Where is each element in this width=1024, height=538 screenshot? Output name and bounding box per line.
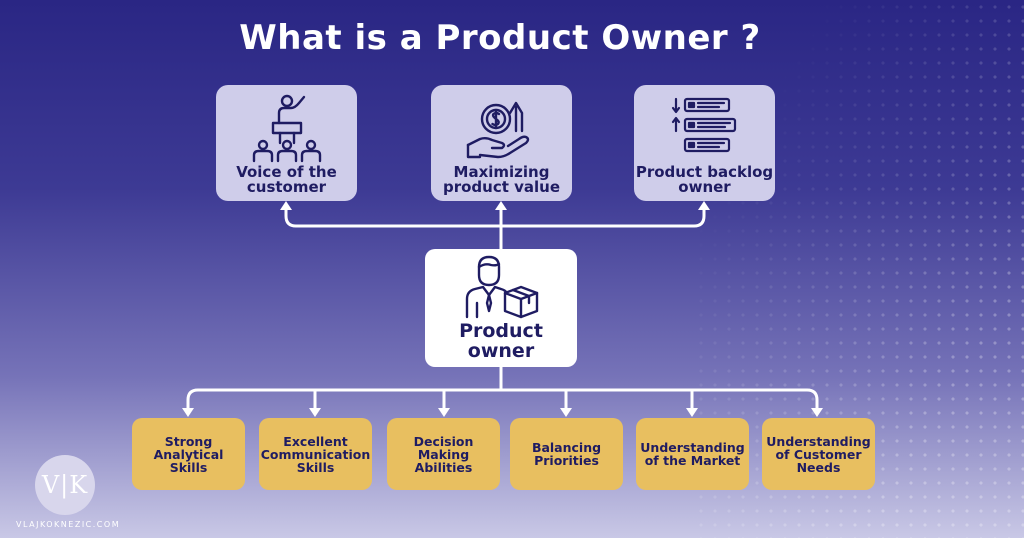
arrowhead-up-1 [280, 201, 292, 210]
card-label-line2: product value [442, 178, 561, 196]
skill-line2: Priorities [534, 453, 599, 468]
card-product-owner: Product owner [425, 249, 577, 367]
arrowhead-down-3 [438, 408, 450, 417]
skill-card-decision-making: Decision Making Abilities [387, 418, 500, 490]
arrowhead-up-3 [698, 201, 710, 210]
skill-line1: Understanding [640, 440, 745, 455]
skill-card-communication: Excellent Communication Skills [259, 418, 372, 490]
skill-card-analytical: Strong Analytical Skills [132, 418, 245, 490]
brand-logo: V|K [35, 455, 95, 515]
arrowhead-down-4 [560, 408, 572, 417]
arrowhead-down-2 [309, 408, 321, 417]
center-label-line2: owner [467, 340, 535, 362]
skill-line1: Strong [164, 433, 213, 449]
skill-line3: Needs [796, 459, 841, 475]
dollar-coin-hand-icon [466, 101, 529, 159]
card-label-line2: owner [678, 178, 731, 196]
arrowhead-up-2 [495, 201, 507, 210]
skill-line2: of Customer [775, 446, 862, 462]
center-label-line1: Product [459, 320, 543, 342]
skill-line2: Analytical Skills [153, 446, 224, 475]
skill-line2: Abilities [414, 459, 473, 475]
arrowhead-down-1 [182, 408, 194, 417]
person-with-box-icon [465, 255, 539, 319]
page-title: What is a Product Owner ? [239, 18, 761, 58]
arrowhead-down-6 [811, 408, 823, 417]
website-text: VLAJKOKNEZIC.COM [16, 520, 121, 529]
skill-line1: Balancing [531, 440, 602, 455]
card-product-backlog-owner: Product backlog owner [634, 85, 775, 201]
skill-card-understanding-market: Understanding of the Market [636, 418, 749, 490]
connector-bottom-horizontal [186, 388, 819, 412]
card-maximizing-value: Maximizing product value [431, 85, 572, 201]
skill-line1: Excellent [283, 433, 348, 449]
backlog-list-icon [671, 97, 736, 153]
skill-line1: Understanding [766, 433, 871, 449]
card-voice-of-customer: Voice of the customer [216, 85, 357, 201]
skill-card-understanding-customer: Understanding of Customer Needs [762, 418, 875, 490]
card-label-line1: Voice of the [236, 163, 337, 181]
presenter-audience-icon [252, 94, 321, 163]
skill-card-balancing-priorities: Balancing Priorities [510, 418, 623, 490]
skill-line2: Communication [260, 446, 371, 462]
arrowhead-down-5 [686, 408, 698, 417]
card-label-line1: Maximizing [453, 163, 550, 181]
connector-top-horizontal [284, 206, 706, 228]
skill-line2: of the Market [644, 453, 741, 468]
card-label-line1: Product backlog [635, 163, 774, 181]
skill-line3: Skills [296, 459, 335, 475]
logo-text: V|K [41, 471, 89, 499]
card-label-line2: customer [246, 178, 327, 196]
skill-line1: Decision Making [413, 433, 474, 462]
